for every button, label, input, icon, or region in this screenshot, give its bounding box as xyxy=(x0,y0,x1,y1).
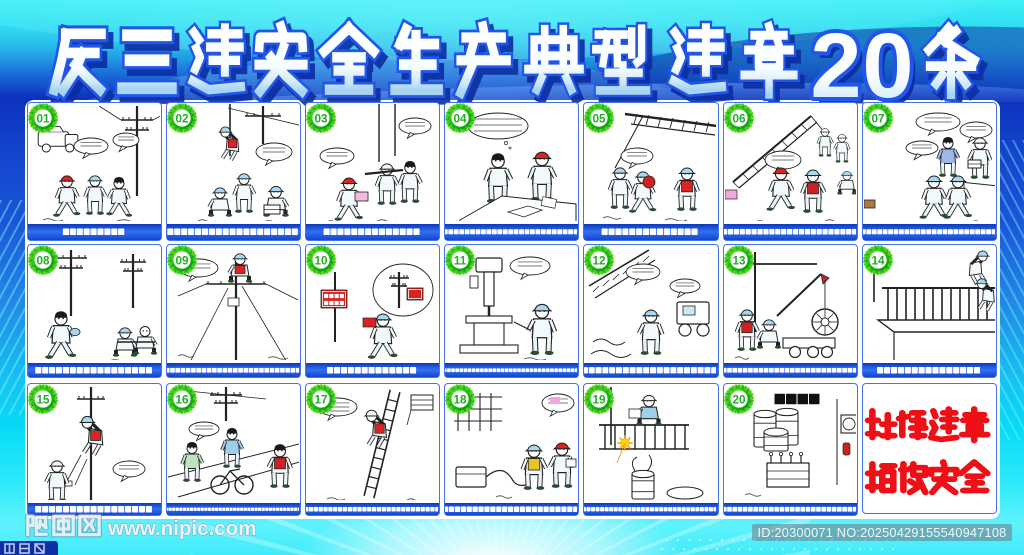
svg-text:01: 01 xyxy=(37,112,51,125)
svg-text:03: 03 xyxy=(315,112,329,125)
svg-text:16: 16 xyxy=(176,393,190,406)
svg-text:20: 20 xyxy=(732,393,746,406)
svg-text:17: 17 xyxy=(315,393,328,406)
svg-text:13: 13 xyxy=(732,254,746,267)
svg-text:06: 06 xyxy=(732,112,746,125)
svg-text:14: 14 xyxy=(871,254,885,267)
svg-text:12: 12 xyxy=(593,254,607,267)
svg-text:www.nipic.com: www.nipic.com xyxy=(107,517,256,540)
svg-text:08: 08 xyxy=(37,254,51,267)
svg-text:09: 09 xyxy=(176,254,190,267)
svg-text:11: 11 xyxy=(454,254,467,267)
svg-text:19: 19 xyxy=(593,393,607,406)
svg-text:05: 05 xyxy=(593,112,607,125)
svg-text:02: 02 xyxy=(176,112,190,125)
svg-text:15: 15 xyxy=(37,393,51,406)
svg-text:04: 04 xyxy=(454,112,468,125)
svg-text:18: 18 xyxy=(454,393,468,406)
svg-text:10: 10 xyxy=(315,254,329,267)
svg-text:07: 07 xyxy=(871,112,884,125)
